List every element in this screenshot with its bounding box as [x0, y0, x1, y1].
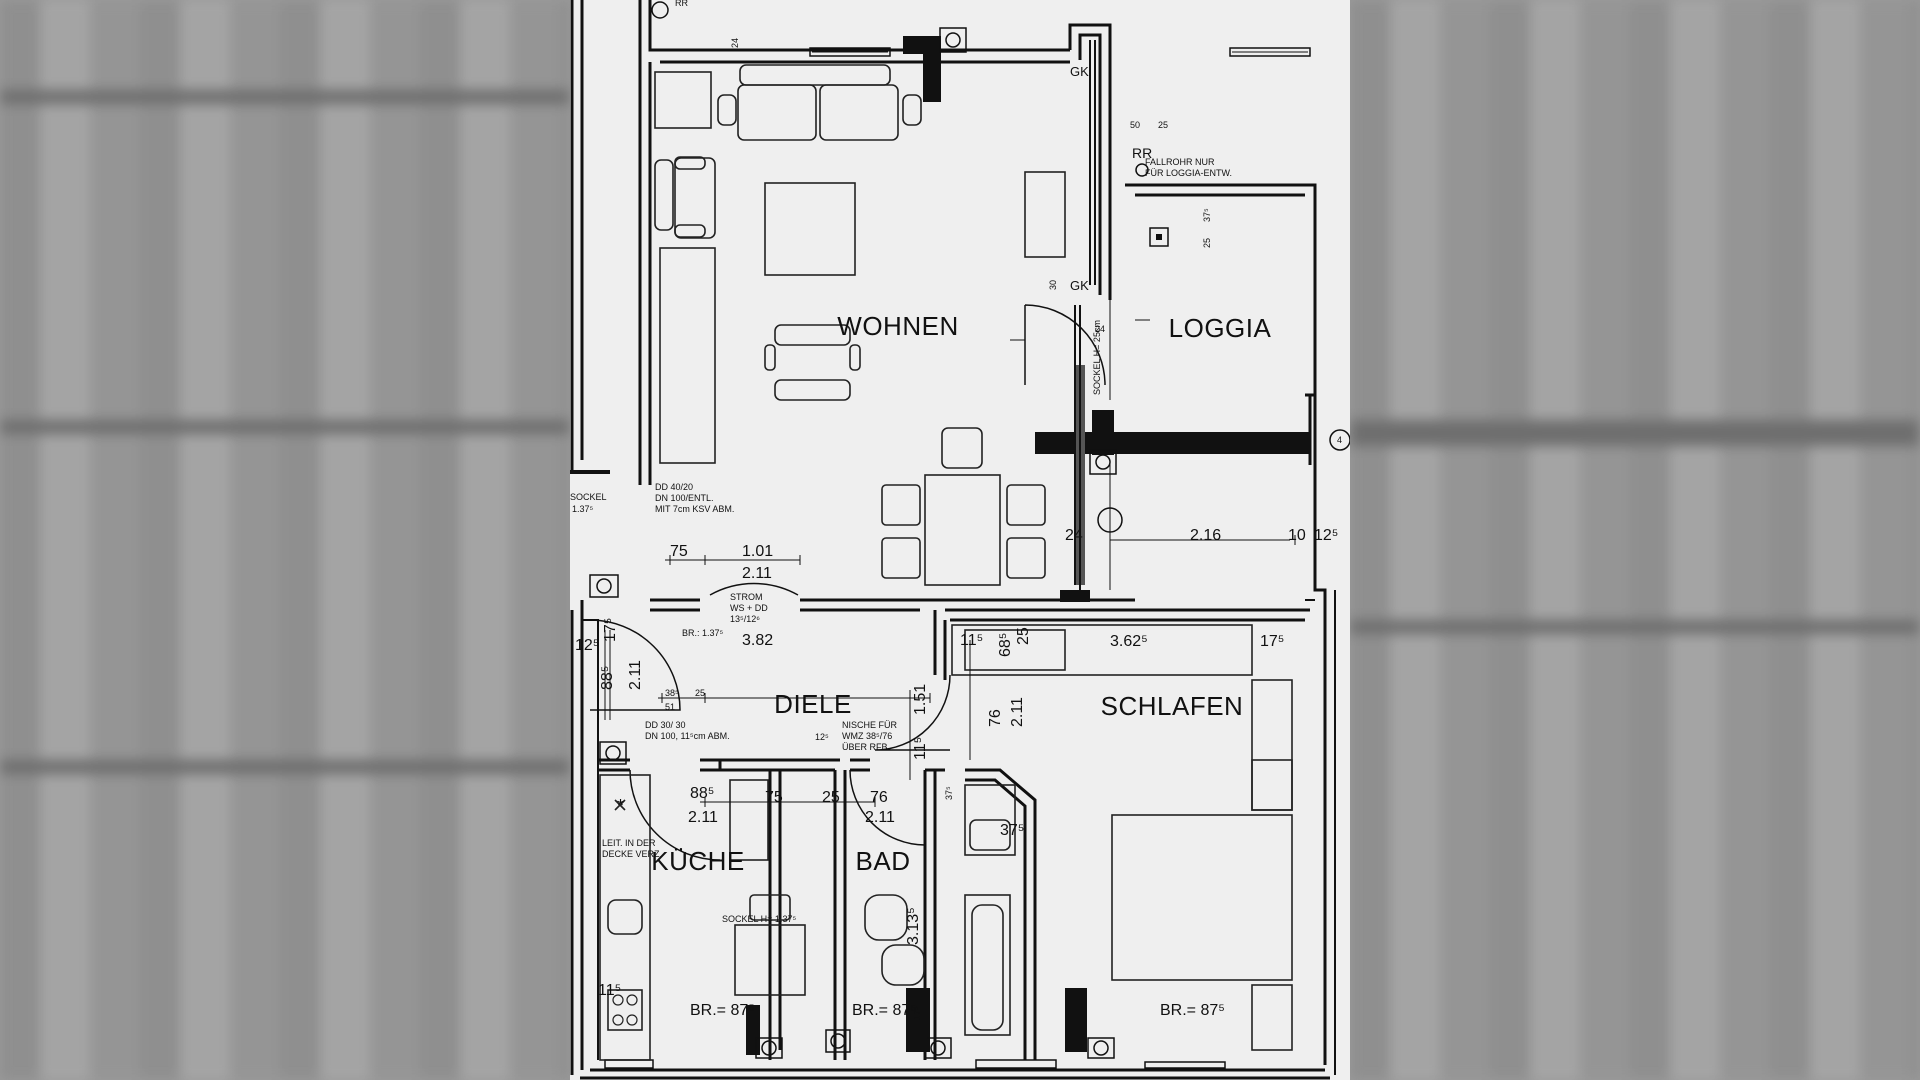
floor-plan-sheet: WOHNEN LOGGIA DIELE SCHLAFEN KÜCHE BAD 7… — [570, 0, 1350, 1080]
room-label-loggia: LOGGIA — [1169, 313, 1272, 343]
note-sockel-vertical: SOCKEL H= 25cm — [1092, 320, 1102, 395]
dim-label: 3.13⁵ — [905, 907, 922, 945]
note-br-kueche: BR.= 87⁵ — [690, 1002, 755, 1019]
note-strom: STROM — [730, 592, 763, 602]
room-label-bad: BAD — [856, 846, 911, 876]
dim-label: 50 — [1130, 120, 1140, 130]
dim-label: 25 — [822, 789, 840, 806]
dim-label: 2.11 — [688, 809, 718, 826]
note-dd40: DD 40/20 — [655, 482, 693, 492]
dim-label: 17⁵ — [602, 618, 619, 642]
note-br-schlafen: BR.= 87⁵ — [1160, 1002, 1225, 1019]
note-gk-top: GK — [1070, 64, 1089, 79]
room-labels: WOHNEN LOGGIA DIELE SCHLAFEN KÜCHE BAD — [651, 311, 1271, 876]
dim-label: 2.11 — [1009, 697, 1026, 727]
dim-label: 2.11 — [865, 809, 895, 826]
note-sockel-kueche: SOCKEL H= 1.37⁵ — [722, 914, 796, 924]
note-axis-4: 4 — [1337, 435, 1342, 445]
dim-label: 25 — [695, 688, 705, 698]
dim-label: 17⁵ — [912, 1006, 922, 1020]
dim-label: 11⁵ — [912, 737, 929, 760]
dim-label: 11⁵ — [598, 982, 621, 999]
dim-label: 88⁵ — [690, 785, 714, 802]
note-sockel-left: SOCKEL — [570, 492, 607, 502]
dim-label: 75 — [670, 543, 688, 560]
note-strom: 13⁵/12⁶ — [730, 614, 760, 624]
note-dd30: DD 30/ 30 — [645, 720, 686, 730]
note-dd40: MIT 7cm KSV ABM. — [655, 504, 734, 514]
dim-label: 10 — [1288, 527, 1306, 544]
dim-label: 1.01 — [742, 543, 773, 560]
dim-label: 51 — [665, 702, 675, 712]
dim-label: 37⁵ — [1000, 822, 1024, 839]
dim-label: 76 — [870, 789, 888, 806]
room-label-diele: DIELE — [774, 689, 852, 719]
dim-label: 68⁵ — [997, 633, 1014, 657]
blurred-background-right — [1350, 0, 1920, 1080]
dimension-labels: 75 1.01 2.11 24 2.16 10 12⁵ 3.82 3.62⁵ 1… — [575, 38, 1338, 1020]
dim-label: 17⁵ — [1260, 633, 1284, 650]
floor-plan-drawing: WOHNEN LOGGIA DIELE SCHLAFEN KÜCHE BAD 7… — [570, 0, 1350, 1080]
dim-label: 25 — [1202, 238, 1212, 248]
note-nische: NISCHE FÜR — [842, 720, 898, 730]
dim-label: 76 — [987, 709, 1004, 727]
dim-label: 30 — [1048, 280, 1058, 290]
dim-label: 3.82 — [742, 632, 773, 649]
hatched-walls — [604, 47, 1311, 1069]
note-strom: WS + DD — [730, 603, 768, 613]
dim-label: 24 — [1095, 324, 1105, 334]
dim-label: 2.11 — [627, 660, 644, 690]
room-label-schlafen: SCHLAFEN — [1101, 691, 1244, 721]
dim-label: 38⁵ — [665, 688, 679, 698]
dim-label: 88⁵ — [599, 666, 616, 690]
room-label-kueche: KÜCHE — [651, 846, 745, 876]
note-star: * — [617, 796, 624, 816]
dim-label: 37⁵ — [944, 786, 954, 800]
dim-label: 75 — [765, 789, 783, 806]
dim-label: 25 — [1015, 627, 1032, 645]
dim-label: 2.11 — [742, 565, 772, 582]
note-top-rr: RR — [675, 0, 688, 8]
dim-label: 24 — [1065, 527, 1083, 544]
note-dd30: DN 100, 11⁵cm ABM. — [645, 731, 730, 741]
note-sockel-left: 1.37⁵ — [572, 504, 594, 514]
interior-walls — [598, 300, 1310, 1060]
note-nische-125: 12⁵ — [815, 732, 829, 742]
note-br-bad: BR.= 87⁵ — [852, 1002, 917, 1019]
note-fallrohr: FÜR LOGGIA-ENTW. — [1145, 168, 1232, 178]
annotation-notes: GK GK RR FALLROHR NUR FÜR LOGGIA-ENTW. S… — [570, 0, 1342, 1019]
dim-label: 2.16 — [1190, 527, 1221, 544]
dim-label: 3.62⁵ — [1110, 633, 1148, 650]
dim-label: 12⁵ — [1314, 527, 1338, 544]
dim-label: 37⁵ — [1202, 208, 1212, 222]
blurred-background-left — [0, 0, 570, 1080]
sockets — [589, 1, 1350, 1059]
outer-walls — [570, 0, 1336, 1080]
note-leit: DECKE VERZ. — [602, 849, 662, 859]
dim-label: 12⁵ — [575, 637, 599, 654]
dim-label: 25 — [1158, 120, 1168, 130]
dim-label: 11⁵ — [960, 632, 983, 649]
room-label-wohnen: WOHNEN — [837, 311, 958, 341]
note-rr: RR — [1132, 145, 1152, 161]
note-nische: ÜBER RFB — [842, 742, 888, 752]
note-fallrohr: FALLROHR NUR — [1145, 157, 1215, 167]
dim-label: 24 — [730, 38, 740, 48]
dimension-lines — [604, 319, 1296, 807]
note-br-137: BR.: 1.37⁵ — [682, 628, 724, 638]
note-nische: WMZ 38⁵/76 — [842, 731, 892, 741]
note-gk-bottom: GK — [1070, 278, 1089, 293]
note-dd40: DN 100/ENTL. — [655, 493, 714, 503]
dim-label: 1.51 — [912, 684, 929, 715]
note-leit: LEIT. IN DER — [602, 838, 656, 848]
furniture — [599, 64, 1293, 1061]
